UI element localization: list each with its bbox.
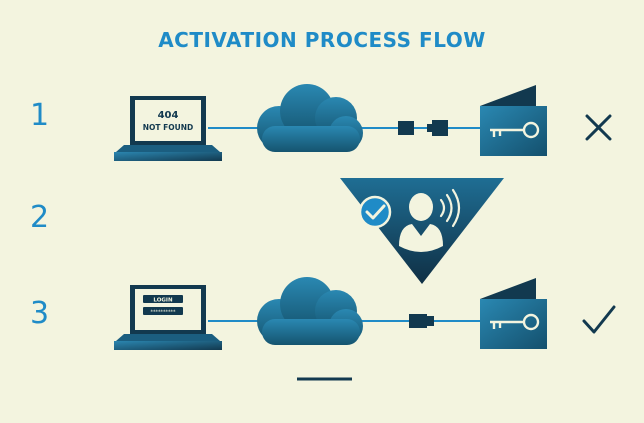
check-badge-icon [358, 195, 392, 229]
row-2 [340, 178, 504, 284]
screen-text-404: 404 [158, 110, 179, 121]
person-icon [399, 193, 443, 252]
laptop-icon: 404 NOT FOUND [114, 96, 222, 161]
password-field-graphic [143, 307, 183, 315]
laptop-icon: LOGIN ********** [114, 285, 222, 350]
sound-waves-icon [439, 188, 461, 228]
screen-text-not-found: NOT FOUND [143, 123, 193, 132]
cloud-icon [257, 277, 363, 345]
diagram-title: ACTIVATION PROCESS FLOW [158, 28, 486, 52]
row-3: LOGIN ********** [114, 277, 616, 350]
login-button-graphic [143, 295, 183, 303]
cloud-icon [257, 84, 363, 152]
row-1: 404 NOT FOUND [114, 84, 612, 161]
cross-icon [585, 114, 612, 141]
step-number-2: 2 [30, 200, 50, 235]
check-icon [582, 305, 616, 334]
key-icon [490, 121, 540, 139]
screen-text-login: LOGIN [153, 298, 173, 304]
connected-plug-icon [409, 314, 434, 328]
step-number-3: 3 [30, 296, 50, 331]
disconnected-plug-icon [398, 120, 448, 136]
key-wallet-icon [480, 85, 547, 156]
screen-text-password-mask: ********** [151, 310, 177, 316]
step-number-1: 1 [30, 98, 50, 133]
key-wallet-icon [480, 278, 547, 349]
key-icon [490, 313, 540, 331]
